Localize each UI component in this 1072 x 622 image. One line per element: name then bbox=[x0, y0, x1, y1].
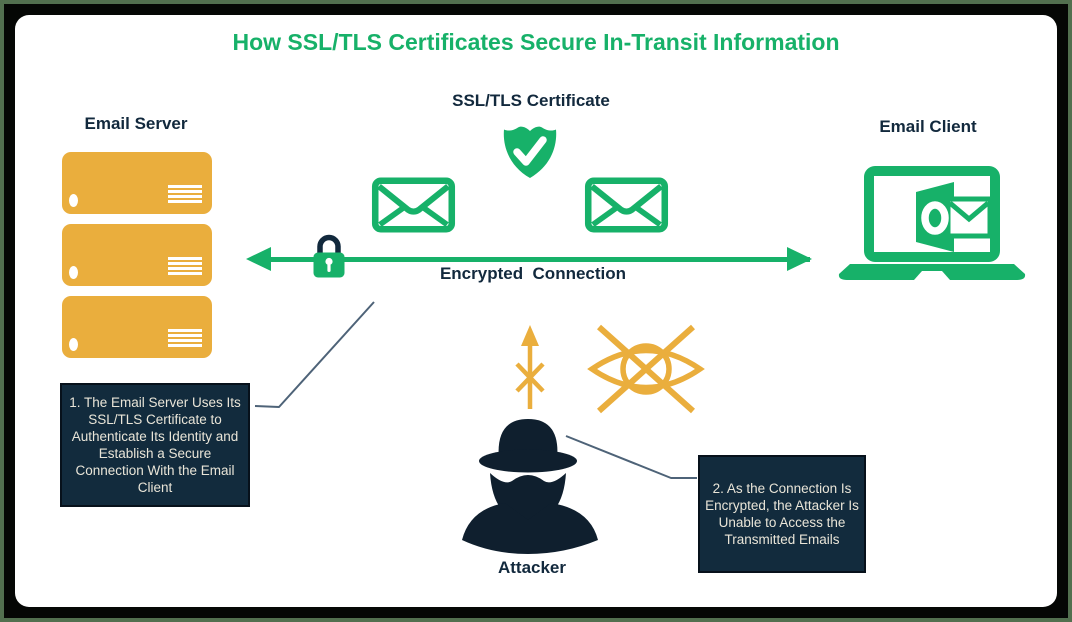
blocked-signal-icon bbox=[515, 325, 545, 409]
attacker-label: Attacker bbox=[497, 558, 567, 577]
callout-box-server: 1. The Email Server Uses Its SSL/TLS Cer… bbox=[60, 383, 250, 507]
envelope-icon bbox=[584, 177, 669, 233]
envelope-icon bbox=[371, 177, 456, 233]
server-vent-lines bbox=[168, 257, 202, 277]
encrypted-connection-arrow bbox=[262, 257, 810, 262]
server-led-dot bbox=[69, 194, 78, 207]
blocked-view-eye-icon bbox=[587, 324, 705, 414]
email-server-label: Email Server bbox=[84, 114, 188, 133]
server-led-dot bbox=[69, 338, 78, 351]
callout-text-server: 1. The Email Server Uses Its SSL/TLS Cer… bbox=[69, 395, 241, 495]
server-stack-icon bbox=[62, 152, 212, 368]
arrowhead-left-icon bbox=[246, 247, 271, 271]
server-unit-icon bbox=[62, 224, 212, 286]
server-led-dot bbox=[69, 266, 78, 279]
diagram-title: How SSL/TLS Certificates Secure In-Trans… bbox=[232, 29, 840, 55]
laptop-email-client-icon bbox=[838, 166, 1026, 280]
shield-check-icon bbox=[503, 126, 557, 178]
email-client-label: Email Client bbox=[879, 117, 977, 136]
certificate-label: SSL/TLS Certificate bbox=[452, 91, 610, 110]
outlook-logo-icon bbox=[916, 182, 993, 252]
server-vent-lines bbox=[168, 185, 202, 205]
server-unit-icon bbox=[62, 296, 212, 358]
server-unit-icon bbox=[62, 152, 212, 214]
spy-attacker-icon bbox=[462, 419, 598, 554]
arrowhead-right-icon bbox=[787, 247, 812, 271]
server-vent-lines bbox=[168, 329, 202, 349]
padlock-icon bbox=[313, 234, 345, 278]
encrypted-connection-label: Encrypted Connection bbox=[439, 264, 627, 283]
callout-box-attacker: 2. As the Connection Is Encrypted, the A… bbox=[698, 455, 866, 573]
callout-text-attacker: 2. As the Connection Is Encrypted, the A… bbox=[705, 481, 859, 547]
